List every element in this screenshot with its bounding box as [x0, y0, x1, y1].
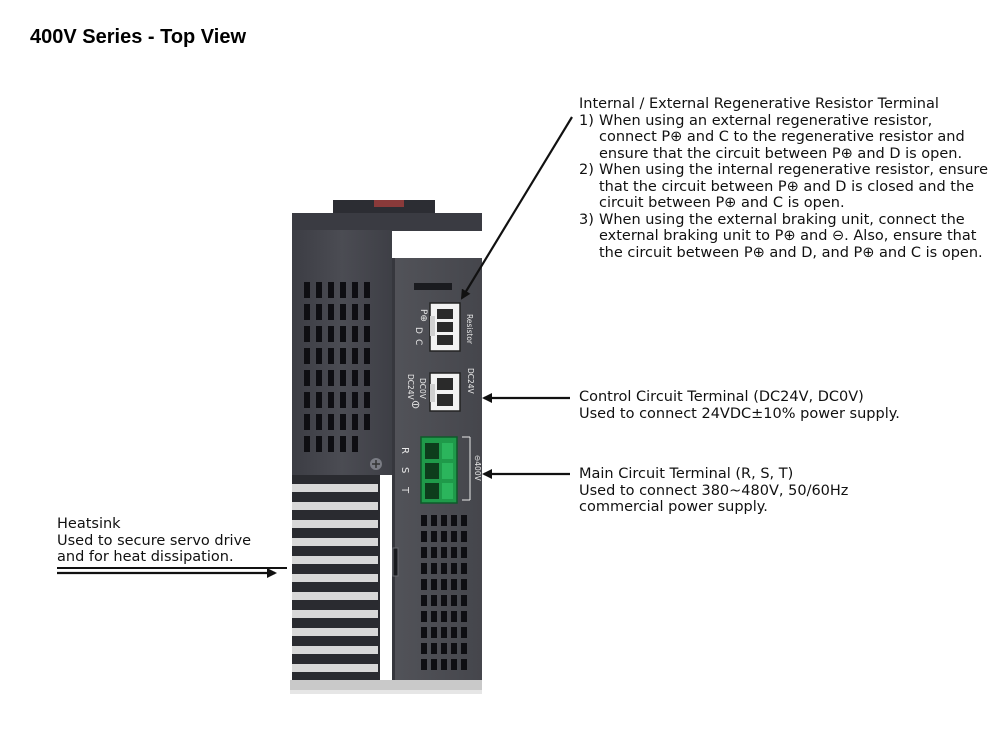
step-number: 3)	[579, 211, 594, 228]
minus-icon: ⊖	[411, 398, 420, 411]
resistor-callout-heading: Internal / External Regenerative Resisto…	[579, 96, 939, 112]
main-circuit-terminal	[420, 436, 458, 504]
label-c: C	[413, 339, 423, 345]
heatsink-callout: Heatsink Used to secure servo drive and …	[57, 516, 287, 569]
control-callout-desc: Used to connect 24VDC±10% power supply.	[579, 405, 900, 422]
heatsink-fins	[292, 475, 380, 680]
label-r: R	[399, 447, 410, 454]
step-number: 1)	[579, 112, 594, 129]
label-400v-side: ⊖400V	[473, 455, 482, 482]
label-resistor-side: Resistor	[465, 314, 474, 345]
label-s: S	[399, 467, 410, 473]
resistor-step-2: 2) When using the internal regenerative …	[579, 162, 989, 212]
label-dc24v: DC24V	[406, 374, 415, 401]
control-callout-title: Control Circuit Terminal (DC24V, DC0V)	[579, 389, 864, 405]
label-d: D	[413, 327, 423, 334]
heatsink-callout-desc-2: and for heat dissipation.	[57, 549, 287, 569]
step-number: 2)	[579, 162, 594, 178]
main-terminal-callout: Main Circuit Terminal (R, S, T) Used to …	[579, 466, 979, 516]
control-terminal	[429, 372, 461, 412]
resistor-terminal-labels: P⊕	[418, 309, 428, 322]
resistor-step-1: 1) When using an external regenerative r…	[579, 113, 989, 163]
resistor-terminal	[414, 283, 461, 352]
base-plate	[290, 680, 482, 694]
main-callout-desc-2: commercial power supply.	[579, 499, 768, 515]
screw-slot	[372, 460, 380, 468]
heatsink-callout-title: Heatsink	[57, 516, 121, 532]
resistor-callout-arrow	[460, 116, 573, 300]
main-terminal-bracket	[462, 436, 471, 501]
front-vent-grid	[421, 515, 467, 670]
left-vent-grid	[304, 282, 370, 452]
page-title: 400V Series - Top View	[30, 26, 247, 48]
label-dc24v-side: DC24V	[466, 368, 475, 395]
control-terminal-callout: Control Circuit Terminal (DC24V, DC0V) U…	[579, 389, 979, 422]
step-text: When using the external braking unit, co…	[599, 211, 983, 261]
panel-latch	[392, 547, 399, 577]
label-t: T	[399, 486, 410, 494]
resistor-callout-steps: 1) When using an external regenerative r…	[579, 113, 989, 262]
main-callout-title: Main Circuit Terminal (R, S, T)	[579, 466, 794, 482]
main-callout-desc-1: Used to connect 380~480V, 50/60Hz	[579, 482, 849, 499]
heatsink-callout-desc-1: Used to secure servo drive	[57, 532, 252, 549]
resistor-terminal-callout: Internal / External Regenerative Resisto…	[579, 96, 989, 261]
resistor-step-3: 3) When using the external braking unit,…	[579, 212, 989, 262]
label-dc0v: DC0V	[418, 378, 427, 400]
step-text: When using the internal regenerative res…	[599, 162, 989, 211]
step-text: When using an external regenerative resi…	[599, 112, 965, 162]
top-cap	[292, 200, 482, 231]
